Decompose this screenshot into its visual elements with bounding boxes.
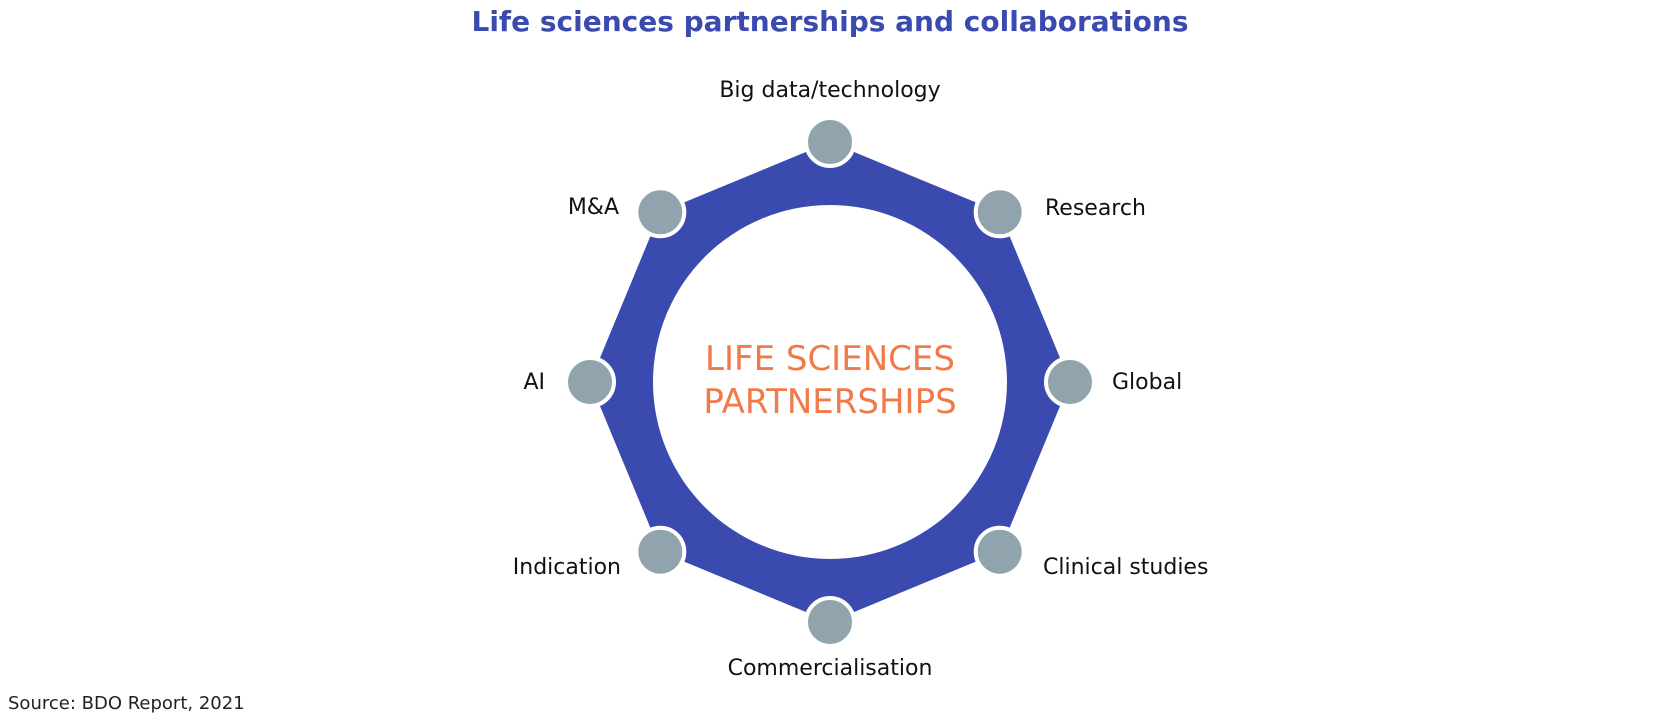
node-circle-global [1044, 356, 1096, 408]
node-circle-commercialisation [804, 596, 856, 648]
node-circle-big-data [804, 116, 856, 168]
node-circle-m-and-a [634, 186, 687, 239]
node-label-research: Research [1045, 196, 1146, 221]
node-label-clinical-studies: Clinical studies [1043, 555, 1208, 580]
node-label-global: Global [1112, 370, 1182, 395]
center-text-line2: PARTNERSHIPS [703, 382, 956, 422]
node-label-indication: Indication [513, 555, 621, 580]
inner-circle [653, 205, 1007, 559]
node-label-ai: AI [523, 370, 545, 395]
node-circle-clinical-studies [973, 525, 1026, 578]
source-note: Source: BDO Report, 2021 [8, 693, 245, 714]
node-label-m-and-a: M&A [568, 195, 619, 220]
node-circle-indication [634, 525, 687, 578]
node-label-big-data: Big data/technology [719, 78, 940, 103]
node-circle-research [973, 186, 1026, 239]
center-text-line1: LIFE SCIENCES [705, 339, 955, 379]
node-label-commercialisation: Commercialisation [728, 656, 933, 681]
diagram-title: Life sciences partnerships and collabora… [471, 5, 1189, 38]
node-circle-ai [564, 356, 616, 408]
